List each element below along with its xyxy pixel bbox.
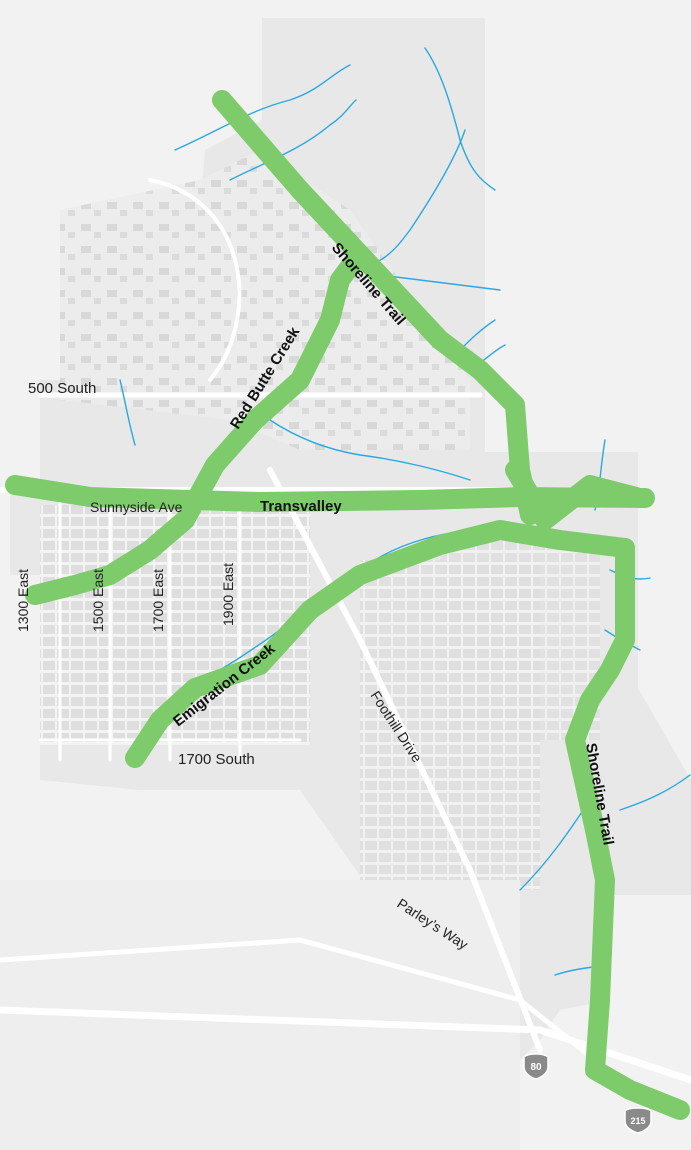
red-butte-creek-trail [25, 250, 365, 605]
campus-area [60, 150, 470, 450]
interstate-215-shield: 215 [624, 1107, 652, 1134]
creek-central [269, 419, 471, 481]
shield-80-number: 80 [530, 1062, 542, 1073]
shoreline-trail-north [212, 90, 540, 525]
creek-west-1 [119, 379, 136, 446]
label-transvalley: Transvalley [260, 498, 342, 515]
trail-connector [505, 460, 650, 530]
road-network [0, 178, 691, 1084]
creek-north-1 [174, 64, 351, 151]
emigration-creek-trail [125, 520, 635, 768]
label-1500-east: 1500 East [90, 569, 106, 632]
label-sunnyside-ave: Sunnyside Ave [90, 499, 183, 515]
shoreline-trail-south [565, 538, 690, 1120]
label-1700-east: 1700 East [150, 569, 166, 632]
road-campus-loop [148, 178, 242, 382]
shield-215-number: 215 [630, 1116, 645, 1126]
label-1300-east: 1300 East [15, 569, 31, 632]
creek-north-2 [229, 99, 357, 181]
label-1900-east: 1900 East [220, 563, 236, 626]
creek-northeast-1 [424, 47, 496, 191]
trail-network [5, 90, 690, 1120]
road-i80 [0, 1006, 691, 1084]
road-foothill [267, 467, 543, 1053]
residential-east [440, 540, 600, 740]
interstate-80-shield: 80 [523, 1053, 549, 1080]
label-500-south: 500 South [28, 380, 96, 397]
label-1700-south: 1700 South [178, 751, 255, 768]
creek-southeast-1 [619, 774, 691, 811]
